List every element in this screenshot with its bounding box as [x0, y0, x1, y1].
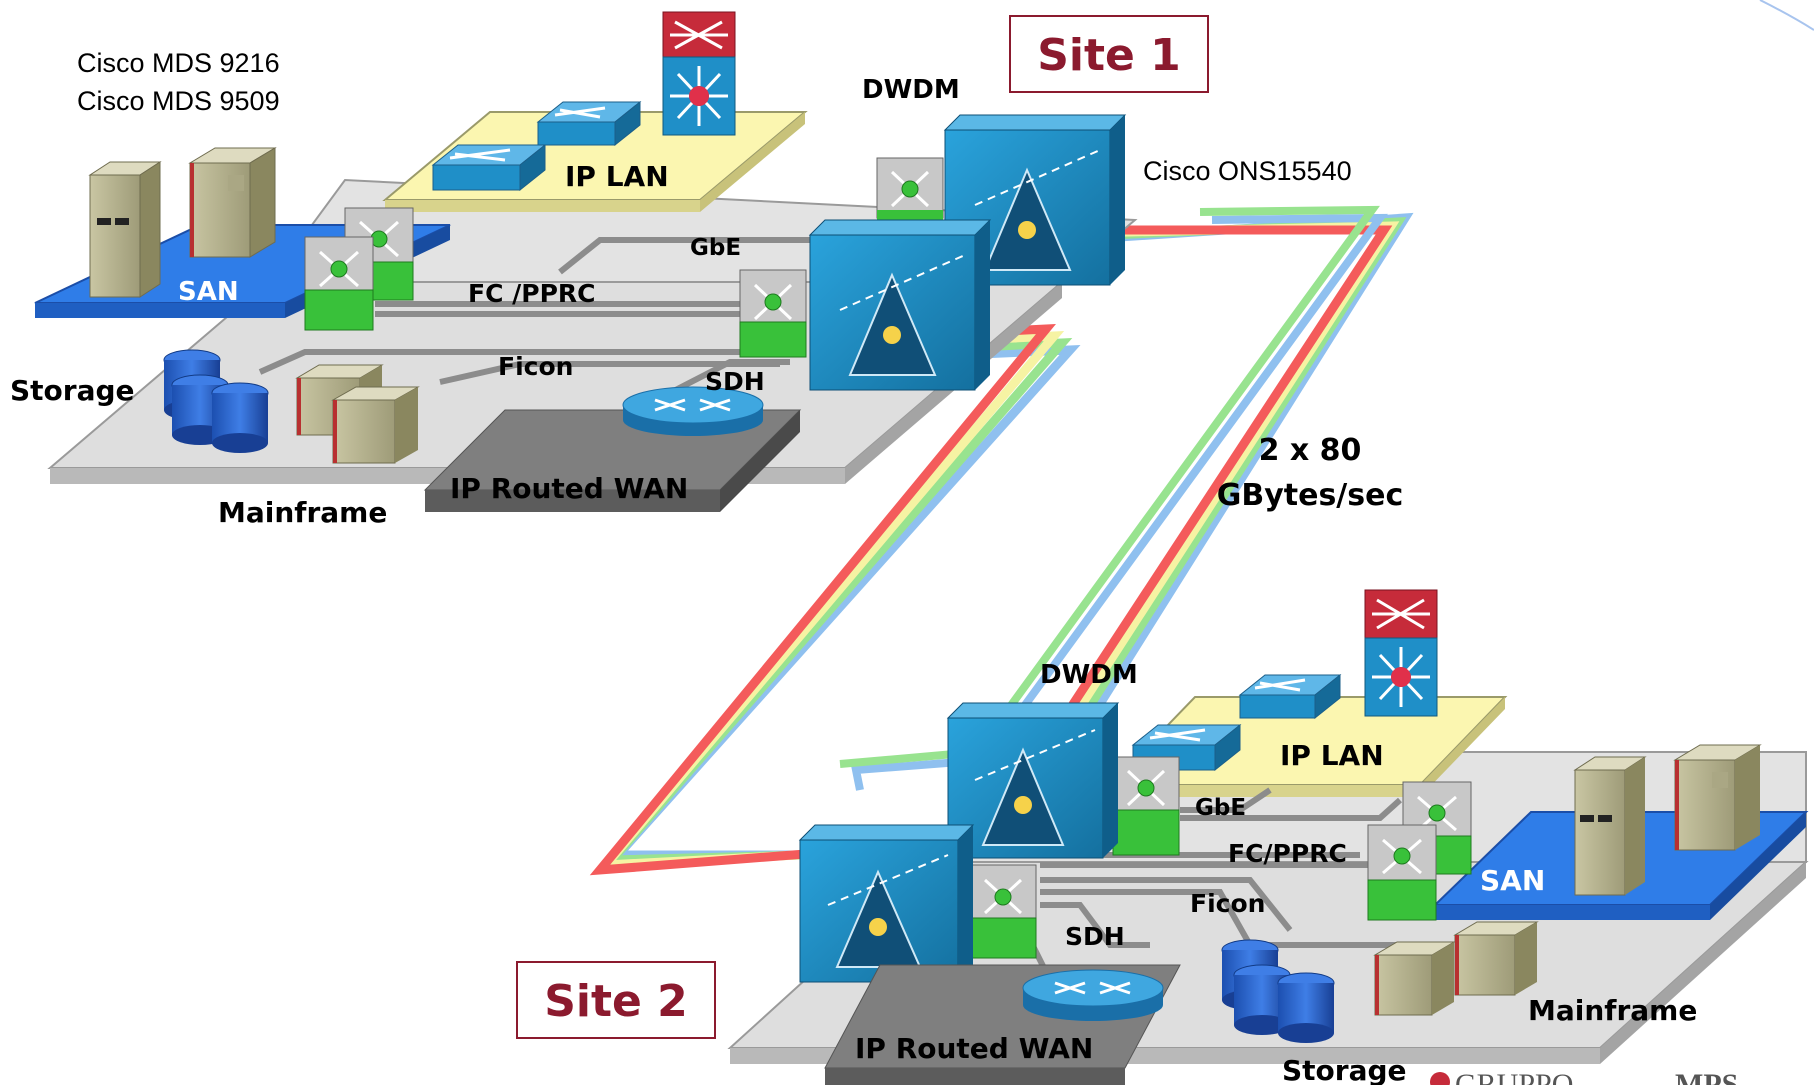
corner-arc [1759, 0, 1814, 31]
site1-gbe-label: GbE [690, 235, 741, 261]
site2-ficon-label: Ficon [1190, 889, 1265, 918]
site1-san-label: SAN [178, 277, 239, 307]
site1-dwdm-label: DWDM [862, 75, 960, 105]
site1-sdh-label: SDH [705, 367, 765, 396]
site2-core-switch-icon [1364, 637, 1438, 717]
site1-ficon-label: Ficon [498, 352, 573, 381]
site2-sdh-label: SDH [1065, 922, 1125, 951]
site2-mds-switch-b [1367, 824, 1437, 921]
site2-mainframe-icon [1373, 921, 1539, 1016]
site2-firewall-icon [1364, 589, 1438, 639]
site2-gbe-label: GbE [1195, 795, 1246, 821]
site1-mds-line2: Cisco MDS 9509 [77, 86, 280, 116]
site1-lan-switch-b [536, 100, 642, 147]
site1-wan-label: IP Routed WAN [450, 472, 688, 505]
site2-storage-icon [1221, 939, 1335, 1043]
site1-storage-icon [163, 349, 269, 453]
site1-mds-switch-b [304, 236, 374, 331]
site1-lan-switch-a [431, 143, 547, 192]
site2-mainframe-label: Mainframe [1528, 994, 1697, 1027]
link-speed-line1: 2 x 80 [1259, 433, 1362, 468]
site2-ip-lan-label: IP LAN [1280, 739, 1384, 772]
site2-router-icon [1022, 969, 1164, 1021]
site1-ons15540-front [808, 219, 992, 391]
site1-links [258, 237, 910, 401]
site1-group: SAN IP LAN [10, 11, 1352, 529]
site1-title: Site 1 [1037, 30, 1181, 81]
site1-ons-label: Cisco ONS15540 [1143, 156, 1352, 186]
site2-title: Site 2 [544, 976, 688, 1027]
company-logo: GRUPPO MPS [1430, 1068, 1738, 1085]
site2-ons15540-front [798, 824, 975, 983]
site2-storage-label: Storage [1282, 1054, 1407, 1085]
site2-title-box: Site 2 [516, 961, 716, 1039]
site2-group: IP LAN SAN [516, 589, 1809, 1085]
site2-wan-label: IP Routed WAN [855, 1032, 1093, 1065]
site1-core-switch-icon [662, 56, 736, 136]
site2-dwdm-switch-a [1112, 756, 1180, 856]
site1-dwdm-switch-a [876, 157, 944, 224]
site1-mds-line1: Cisco MDS 9216 [77, 48, 280, 78]
site2-fc-label: FC/PPRC [1228, 839, 1347, 868]
site1-title-box: Site 1 [1009, 15, 1209, 93]
site1-mainframe-label: Mainframe [218, 496, 387, 529]
site2-server-b [1673, 744, 1762, 851]
site1-router-icon [622, 386, 764, 436]
site2-dwdm-switch-b [969, 864, 1037, 959]
site1-mainframe-icon [295, 364, 420, 464]
link-speed-line2: GBytes/sec [1217, 478, 1404, 513]
site1-server-b [188, 147, 277, 258]
site2-server-a [1573, 756, 1647, 896]
site2-ons15540-rear [946, 702, 1120, 859]
site1-ip-lan-label: IP LAN [565, 160, 669, 193]
site2-lan-switch-b [1238, 673, 1342, 720]
site2-san-label: SAN [1480, 864, 1545, 897]
site1-storage-label: Storage [10, 374, 135, 407]
site1-server-a [88, 161, 162, 298]
logo-suffix: MPS [1675, 1068, 1738, 1085]
site2-dwdm-label: DWDM [1040, 660, 1138, 690]
site1-dwdm-switch-b [739, 269, 807, 358]
site1-fc-label: FC /PPRC [468, 279, 596, 308]
logo-prefix: GRUPPO [1455, 1068, 1573, 1085]
site1-firewall-icon [662, 11, 736, 58]
